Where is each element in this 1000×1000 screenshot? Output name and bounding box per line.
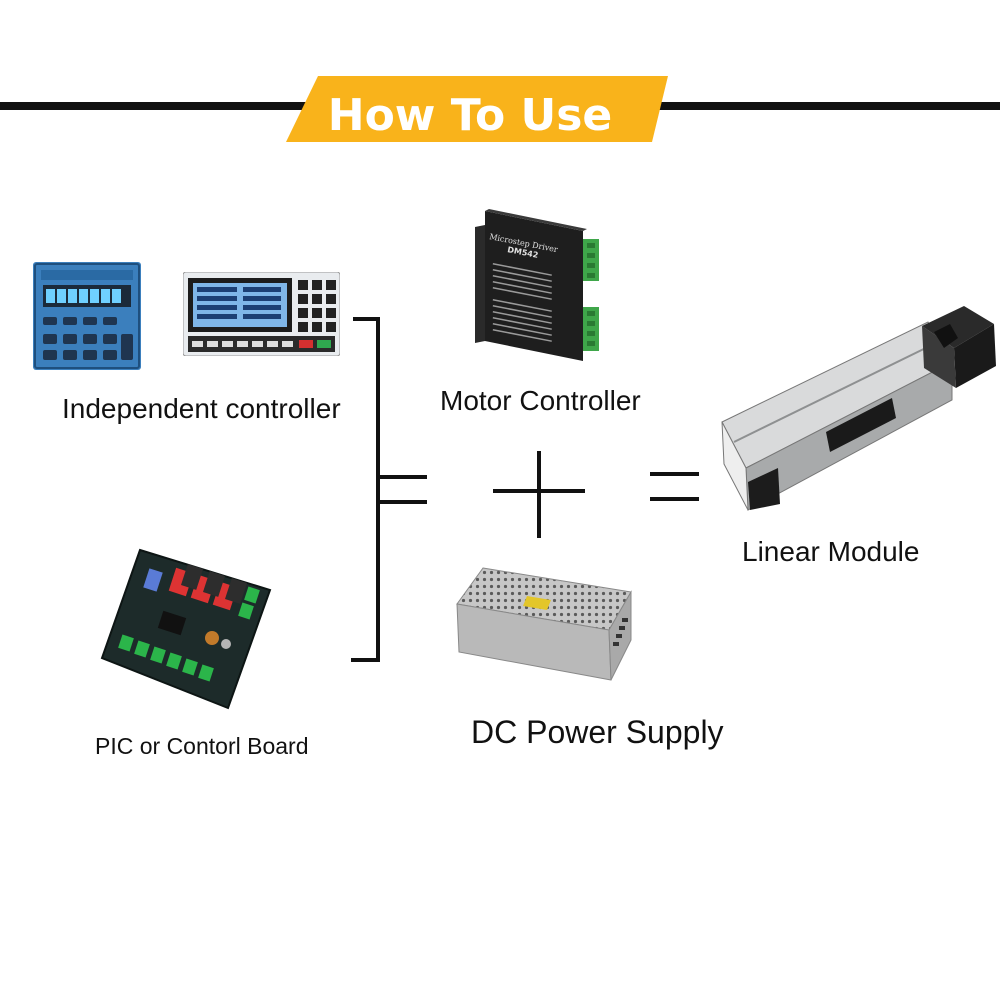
control-board-icon [100, 548, 272, 710]
stepper-driver-icon: Microstep Driver DM542 [475, 209, 599, 361]
controller-panel-icon [183, 272, 340, 356]
linear-module-label: Linear Module [742, 536, 920, 567]
equals-icon [378, 475, 427, 504]
power-supply-icon [456, 567, 632, 681]
header-title: How To Use [328, 90, 613, 141]
controller-panel-icon [33, 262, 141, 370]
equals-icon [650, 472, 699, 501]
header-line-left [0, 102, 320, 110]
power-supply-label: DC Power Supply [471, 714, 724, 750]
plus-icon [493, 451, 585, 538]
header-banner-shape [286, 76, 668, 142]
linear-module-icon [721, 306, 996, 511]
independent-controller-label: Independent controller [62, 393, 341, 424]
control-board-label: PIC or Contorl Board [95, 733, 309, 759]
bracket-icon [351, 317, 380, 662]
header-line-right [650, 102, 1000, 110]
motor-controller-label: Motor Controller [440, 385, 641, 416]
